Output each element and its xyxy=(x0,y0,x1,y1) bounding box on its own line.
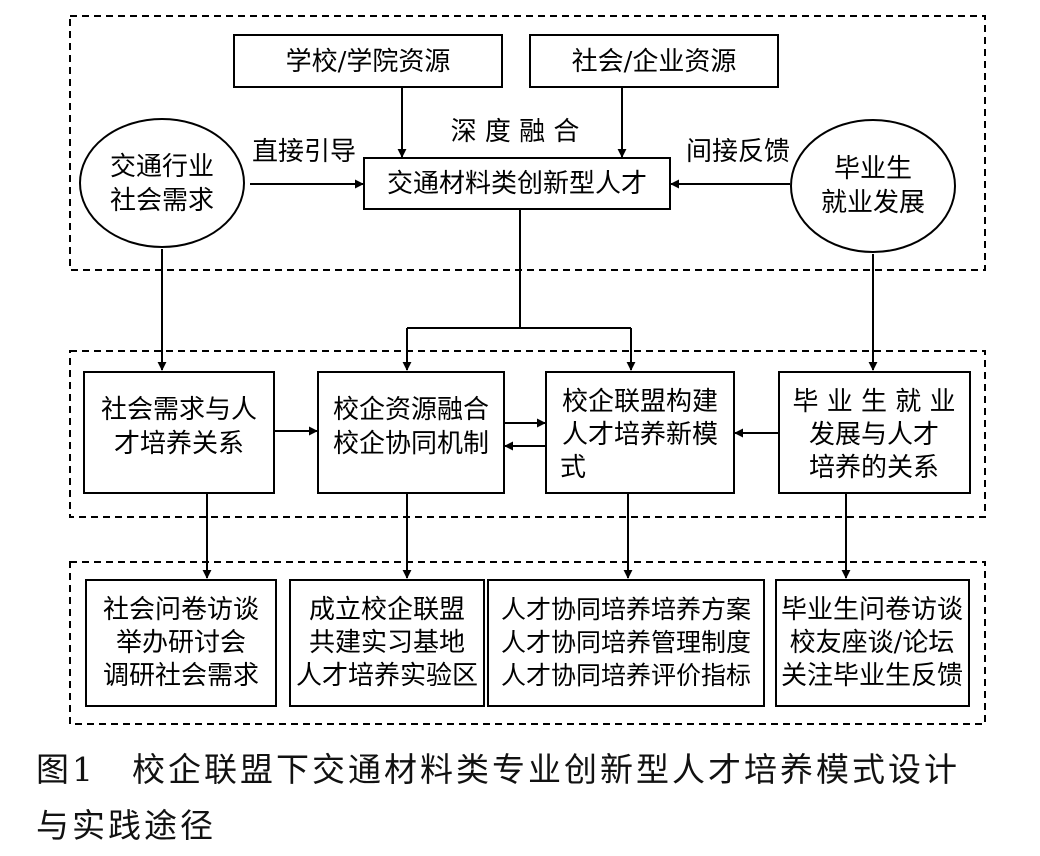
graduate-feedback-box: 毕业生问卷访谈 校友座谈/论坛 关注毕业生反馈 xyxy=(775,579,970,707)
graduate-feedback-line-1: 毕业生问卷访谈 xyxy=(781,595,963,625)
talent-label: 交通材料类创新型人才 xyxy=(387,169,647,199)
alliance-mode-line-2: 人才培养新模 xyxy=(562,420,718,450)
talent-box: 交通材料类创新型人才 xyxy=(363,157,671,210)
figure-caption: 图1 校企联盟下交通材料类专业创新型人才培养模式设计 与实践途径 xyxy=(36,742,1026,854)
alliance-base-line-2: 共建实习基地 xyxy=(309,628,465,658)
graduate-development-line-1: 毕业生 xyxy=(834,154,912,184)
survey-box: 社会问卷访谈 举办研讨会 调研社会需求 xyxy=(85,579,277,707)
industry-demand-line-1: 交通行业 xyxy=(110,152,214,182)
industry-demand-line-2: 社会需求 xyxy=(110,186,214,216)
alliance-base-line-1: 成立校企联盟 xyxy=(309,595,465,625)
enterprise-resources-box: 社会/企业资源 xyxy=(529,34,779,88)
graduate-relation-box: 毕 业 生 就 业 发展与人才 培养的关系 xyxy=(778,371,971,494)
graduate-feedback-line-2: 校友座谈/论坛 xyxy=(790,628,955,658)
graduate-development-line-2: 就业发展 xyxy=(821,188,925,218)
graduate-development-ellipse: 毕业生 就业发展 xyxy=(790,119,956,253)
figure-caption-line-1: 图1 校企联盟下交通材料类专业创新型人才培养模式设计 xyxy=(36,750,960,789)
enterprise-resources-label: 社会/企业资源 xyxy=(572,47,737,77)
graduate-relation-line-1: 毕 业 生 就 业 xyxy=(792,387,955,417)
resource-fusion-line-2: 校企协同机制 xyxy=(333,429,489,459)
alliance-mode-line-3: 式 xyxy=(560,453,586,483)
alliance-base-line-3: 人才培养实验区 xyxy=(296,661,478,691)
demand-relation-line-2: 才培养关系 xyxy=(114,429,244,459)
survey-line-2: 举办研讨会 xyxy=(116,628,246,658)
flow-diagram: 学校/学院资源 社会/企业资源 交通材料类创新型人才 交通行业 社会需求 毕业生… xyxy=(69,15,986,725)
deep-fusion-label: 深 度 融 合 xyxy=(451,117,580,147)
survey-line-1: 社会问卷访谈 xyxy=(103,595,259,625)
resource-fusion-box: 校企资源融合 校企协同机制 xyxy=(317,371,505,494)
figure-caption-line-2: 与实践途径 xyxy=(36,806,216,845)
group-frame-top xyxy=(69,15,986,271)
demand-relation-box: 社会需求与人 才培养关系 xyxy=(83,371,275,494)
graduate-relation-line-2: 发展与人才 xyxy=(809,420,939,450)
collab-plan-line-3: 人才协同培养评价指标 xyxy=(501,661,751,690)
direct-guidance-label: 直接引导 xyxy=(252,137,356,167)
graduate-feedback-line-3: 关注毕业生反馈 xyxy=(781,661,963,691)
alliance-mode-line-1: 校企联盟构建 xyxy=(562,387,718,417)
school-resources-label: 学校/学院资源 xyxy=(286,47,451,77)
collab-plan-line-1: 人才协同培养培养方案 xyxy=(501,595,751,624)
demand-relation-line-1: 社会需求与人 xyxy=(101,395,257,425)
collab-plan-box: 人才协同培养培养方案 人才协同培养管理制度 人才协同培养评价指标 xyxy=(487,579,765,707)
industry-demand-ellipse: 交通行业 社会需求 xyxy=(79,118,245,248)
survey-line-3: 调研社会需求 xyxy=(103,661,259,691)
collab-plan-line-2: 人才协同培养管理制度 xyxy=(501,628,751,657)
graduate-relation-line-3: 培养的关系 xyxy=(809,453,939,483)
alliance-mode-box: 校企联盟构建 人才培养新模 式 xyxy=(545,371,735,494)
school-resources-box: 学校/学院资源 xyxy=(233,34,503,88)
resource-fusion-line-1: 校企资源融合 xyxy=(333,395,489,425)
group-frame-bottom xyxy=(69,561,986,725)
indirect-feedback-label: 间接反馈 xyxy=(686,137,790,167)
alliance-base-box: 成立校企联盟 共建实习基地 人才培养实验区 xyxy=(289,579,485,707)
group-frame-middle xyxy=(69,350,986,518)
